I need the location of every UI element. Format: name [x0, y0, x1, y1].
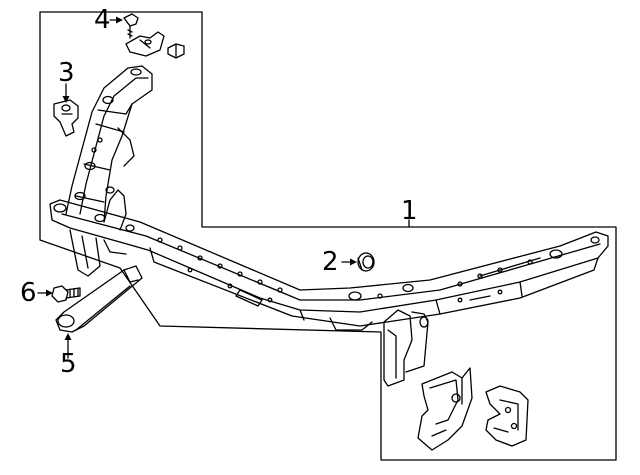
- support-brace: [55, 265, 143, 333]
- callout-1: 1: [401, 196, 418, 226]
- callout-3: 3: [58, 58, 75, 88]
- callout-5: 5: [60, 349, 77, 379]
- lower-right-bracket-b: [485, 385, 529, 447]
- screw-and-clip: [123, 13, 185, 59]
- radiator-support-upright: [65, 65, 153, 277]
- callout-2: 2: [322, 247, 339, 277]
- bumper-grommet: [357, 252, 375, 272]
- upper-bracket: [53, 99, 79, 137]
- callout-4: 4: [94, 5, 111, 35]
- lower-right-bracket-a: [417, 367, 473, 451]
- callout-6: 6: [20, 278, 37, 308]
- radiator-support-main-beam: [49, 199, 609, 331]
- bolt: [51, 285, 81, 303]
- callout-arrowheads: [46, 16, 357, 340]
- assembly-outline: [39, 11, 617, 461]
- callout-leaders: [37, 19, 410, 359]
- lower-center-bracket: [383, 309, 429, 387]
